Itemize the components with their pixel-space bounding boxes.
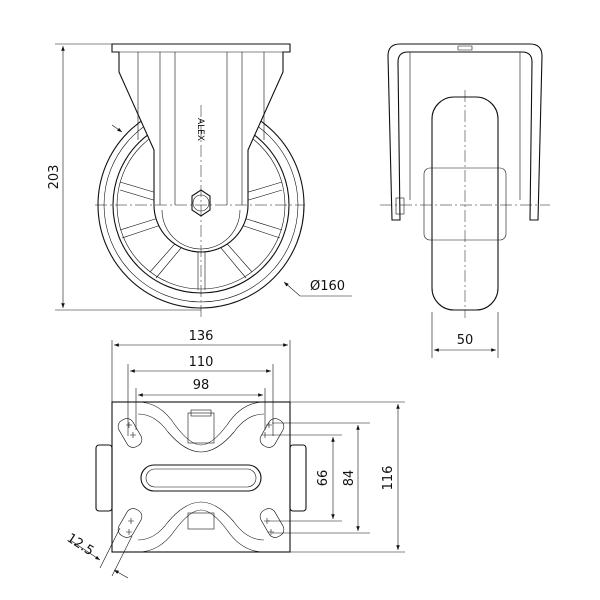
svg-text:98: 98 [193, 378, 210, 393]
svg-text:50: 50 [457, 333, 474, 348]
front-view: ALEX [95, 43, 305, 318]
mounting-holes [117, 418, 285, 538]
top-plate [111, 401, 291, 553]
side-tab-left [95, 444, 113, 512]
svg-text:12.5: 12.5 [64, 531, 96, 559]
top-view [95, 401, 307, 553]
dimension-plate-width: 136 [111, 329, 291, 402]
svg-text:116: 116 [381, 466, 396, 491]
side-tab-right [289, 444, 307, 512]
svg-text:84: 84 [342, 470, 357, 487]
dimension-plate-length: 116 [290, 401, 405, 553]
brand-logo: ALEX [195, 118, 205, 141]
dimension-hole-spacing-98: 98 [135, 378, 266, 430]
side-view [380, 43, 550, 318]
fork-side [387, 43, 543, 221]
dimension-hole-spacing-110: 110 [127, 355, 274, 436]
dimension-hole-spacing-84: 84 [272, 422, 370, 534]
svg-text:136: 136 [189, 329, 214, 344]
center-slot [140, 464, 262, 492]
dimension-wheel-width: 50 [431, 312, 499, 358]
dimension-wheel-diameter: Ø160 [283, 279, 352, 297]
svg-text:66: 66 [316, 470, 331, 487]
dimension-overall-height: 203 [47, 43, 201, 311]
dimension-hole-spacing-66: 66 [268, 434, 342, 522]
svg-text:203: 203 [47, 165, 62, 190]
svg-text:110: 110 [189, 355, 214, 370]
svg-text:Ø160: Ø160 [310, 279, 345, 294]
